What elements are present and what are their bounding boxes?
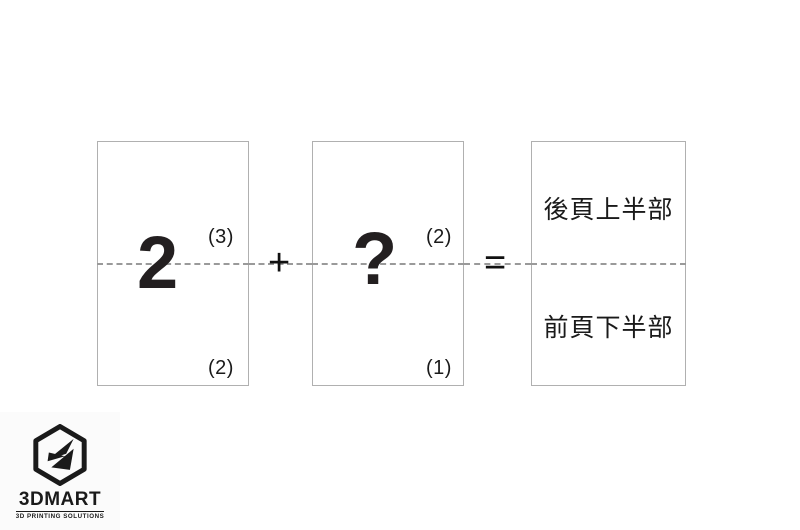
result-text-lower-half: 前頁下半部 <box>543 313 674 342</box>
fold-glyph-card-second: ? <box>352 217 398 300</box>
page-label-card-first-bottom: (2) <box>208 357 234 379</box>
hexagon-3d-mark-icon <box>33 424 87 486</box>
page-label-card-first-top: (3) <box>208 226 234 248</box>
fold-glyph-card-first: 2 <box>137 221 178 304</box>
equals-operator: = <box>484 242 507 284</box>
result-text-upper-half: 後頁上半部 <box>543 195 674 224</box>
fold-line-gutter-right <box>464 263 531 265</box>
brand-logo: 3DMART 3D PRINTING SOLUTIONS <box>0 412 120 530</box>
fold-line-gutter-left <box>249 263 312 265</box>
page-label-card-second-top: (2) <box>426 226 452 248</box>
fold-line-card-first <box>97 263 249 265</box>
plus-operator: + <box>268 242 291 284</box>
brand-tagline: 3D PRINTING SOLUTIONS <box>15 511 105 520</box>
page-label-card-second-bottom: (1) <box>426 357 452 379</box>
fold-line-card-result <box>531 263 686 265</box>
fold-line-card-second <box>312 263 464 265</box>
brand-wordmark: 3DMART <box>18 489 102 510</box>
